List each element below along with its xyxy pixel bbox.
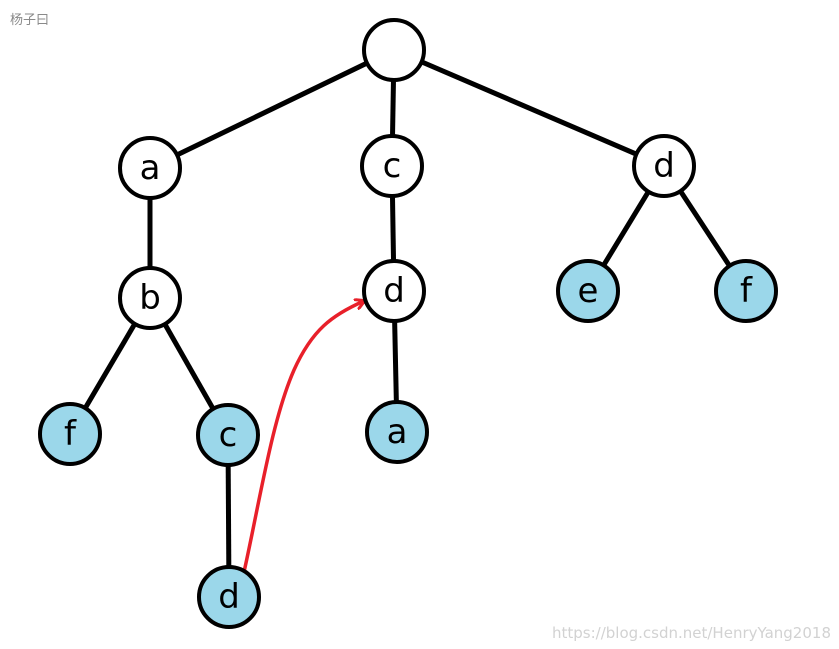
edge-root-d1 bbox=[393, 47, 665, 169]
node-label-f1: f bbox=[64, 414, 77, 454]
node-root bbox=[362, 18, 426, 82]
author-label: 杨子曰 bbox=[10, 13, 50, 28]
node-d1: d bbox=[632, 134, 696, 198]
node-circle-a1 bbox=[118, 136, 182, 200]
node-a1: a bbox=[118, 136, 182, 200]
node-circle-a2 bbox=[365, 400, 429, 464]
node-c1: c bbox=[360, 134, 424, 198]
node-label-d3: d bbox=[218, 577, 240, 617]
node-label-c2: c bbox=[219, 415, 238, 455]
node-label-b1: b bbox=[139, 278, 161, 318]
node-label-e1: e bbox=[578, 271, 599, 311]
node-label-a2: a bbox=[387, 412, 408, 452]
node-circle-d1 bbox=[632, 134, 696, 198]
node-circle-e1 bbox=[556, 259, 620, 323]
node-label-d1: d bbox=[653, 146, 675, 186]
node-circle-root bbox=[362, 18, 426, 82]
node-b1: b bbox=[118, 266, 182, 330]
node-circle-c1 bbox=[360, 134, 424, 198]
watermark-text: https://blog.csdn.net/HenryYang2018 bbox=[551, 624, 831, 642]
node-label-c1: c bbox=[383, 146, 402, 186]
node-circle-d2 bbox=[362, 259, 426, 323]
pointer-arrow-d3-d2 bbox=[242, 301, 364, 574]
node-circle-c2 bbox=[196, 403, 260, 467]
node-circle-f2 bbox=[714, 259, 778, 323]
node-d2: d bbox=[362, 259, 426, 323]
node-label-a1: a bbox=[140, 148, 161, 188]
node-d3: d bbox=[197, 565, 261, 629]
node-e1: e bbox=[556, 259, 620, 323]
node-circle-f1 bbox=[38, 402, 102, 466]
node-label-f2: f bbox=[740, 271, 753, 311]
node-circle-d3 bbox=[197, 565, 261, 629]
node-circle-b1 bbox=[118, 266, 182, 330]
node-label-d2: d bbox=[383, 271, 405, 311]
node-c2: c bbox=[196, 403, 260, 467]
edge-root-a1 bbox=[148, 47, 396, 171]
node-f2: f bbox=[714, 259, 778, 323]
node-a2: a bbox=[365, 400, 429, 464]
node-f1: f bbox=[38, 402, 102, 466]
